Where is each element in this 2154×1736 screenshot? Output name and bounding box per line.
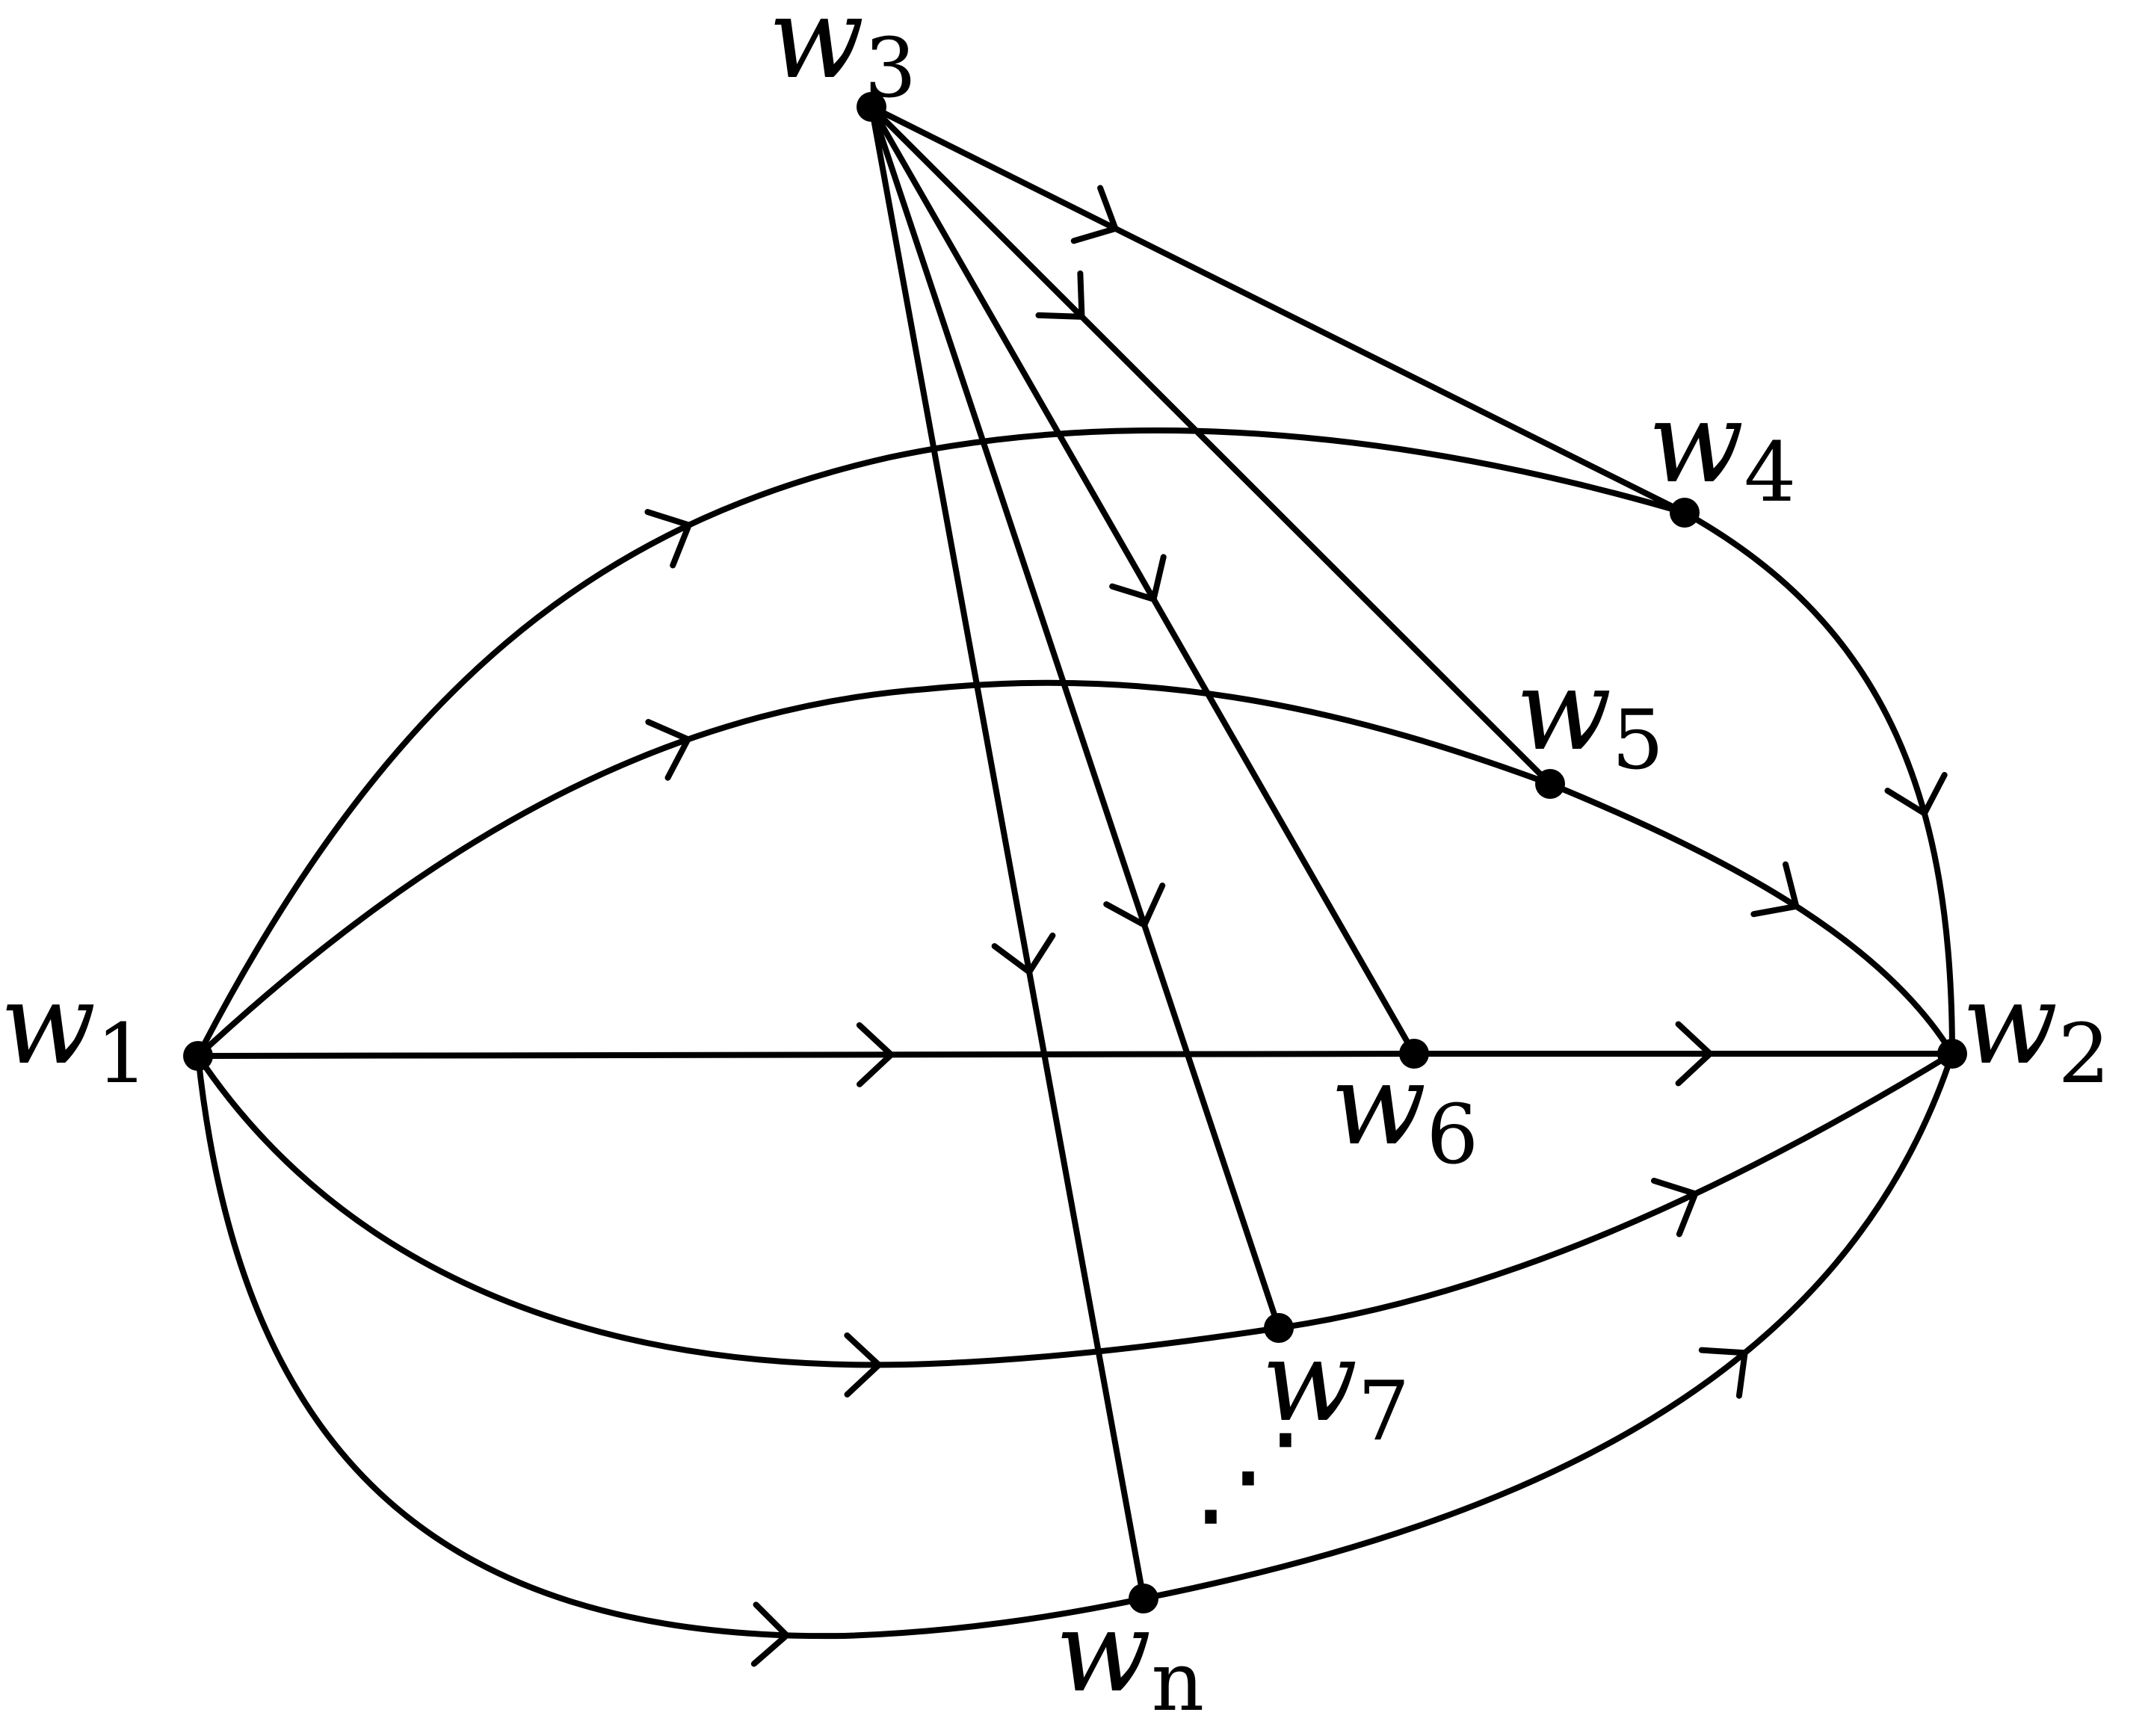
edge-w3-w4 (868, 104, 1688, 516)
node-w2 (1937, 1039, 1967, 1069)
ellipsis-dots: ⋰ (1192, 1410, 1304, 1540)
node-label-base: w (1962, 960, 2058, 1090)
arrowhead-w1-wn (750, 1601, 790, 1667)
arrowhead-w4-w2 (1884, 771, 1948, 817)
node-label-subscript: 4 (1744, 424, 1796, 520)
node-label-w3: w3 (768, 0, 916, 116)
arrowhead-w3-w7 (1103, 883, 1166, 928)
node-label-w4: w4 (1648, 378, 1796, 520)
arrowhead-w5-w2 (1750, 861, 1800, 918)
node-w4 (1670, 498, 1700, 528)
arrowhead-w1-w7 (844, 1332, 882, 1398)
edge-w7-w2 (1276, 1051, 1955, 1331)
node-wn (1129, 1584, 1158, 1613)
node-label-subscript: 3 (864, 20, 916, 116)
node-label-base: w (1262, 1317, 1357, 1447)
node-label-w1: w1 (0, 960, 148, 1102)
node-label-wn: wn (1055, 1587, 1204, 1729)
node-label-subscript: 2 (2058, 1006, 2110, 1102)
node-label-w6: w6 (1330, 1040, 1478, 1182)
node-w1 (183, 1041, 213, 1071)
node-label-subscript: 1 (96, 1006, 148, 1102)
node-label-base: w (1055, 1587, 1151, 1717)
edge-w3-w6 (868, 104, 1417, 1057)
node-label-base: w (1648, 378, 1744, 508)
arrowhead-w3-wn (991, 932, 1056, 975)
arrowhead-wn-w2 (1698, 1347, 1748, 1399)
arrowhead-w1-w5 (645, 719, 691, 781)
node-w6 (1399, 1039, 1429, 1069)
edge-w1-w7 (195, 1053, 1282, 1368)
node-label-w2: w2 (1962, 960, 2110, 1102)
node-w3 (857, 92, 886, 122)
arrowhead-w6-w2 (1675, 1021, 1713, 1087)
edge-wn-w2 (1141, 1051, 1955, 1601)
node-w7 (1264, 1313, 1294, 1343)
edge-w1-w6 (195, 1051, 1417, 1059)
edge-w1-wn (195, 1053, 1147, 1640)
arrowhead-w1-w6 (856, 1022, 895, 1087)
node-label-subscript: 7 (1357, 1363, 1410, 1459)
node-label-base: w (0, 960, 96, 1090)
arrowhead-w3-w5 (1035, 270, 1085, 320)
node-label-w7: w7 (1262, 1317, 1410, 1459)
arrowhead-w1-w4 (644, 509, 692, 569)
edge-w5-w2 (1547, 781, 1955, 1057)
node-label-base: w (1330, 1040, 1426, 1170)
node-label-base: w (1516, 646, 1611, 776)
edge-w1-w4 (195, 427, 1688, 1059)
node-w5 (1535, 769, 1565, 799)
node-label-base: w (768, 0, 864, 104)
node-label-w5: w5 (1516, 646, 1664, 788)
node-label-subscript: n (1151, 1634, 1204, 1729)
edge-w3-w7 (868, 104, 1282, 1331)
node-label-subscript: 6 (1426, 1087, 1478, 1182)
edge-w3-w5 (868, 104, 1553, 787)
arrowhead-w3-w4 (1070, 185, 1119, 244)
edge-w1-w5 (195, 679, 1553, 1059)
node-label-subscript: 5 (1611, 692, 1664, 788)
arrowhead-w3-w6 (1109, 554, 1167, 602)
edge-w3-wn (868, 104, 1147, 1601)
arrowhead-w7-w2 (1650, 1177, 1699, 1238)
edge-w4-w2 (1682, 510, 1955, 1057)
